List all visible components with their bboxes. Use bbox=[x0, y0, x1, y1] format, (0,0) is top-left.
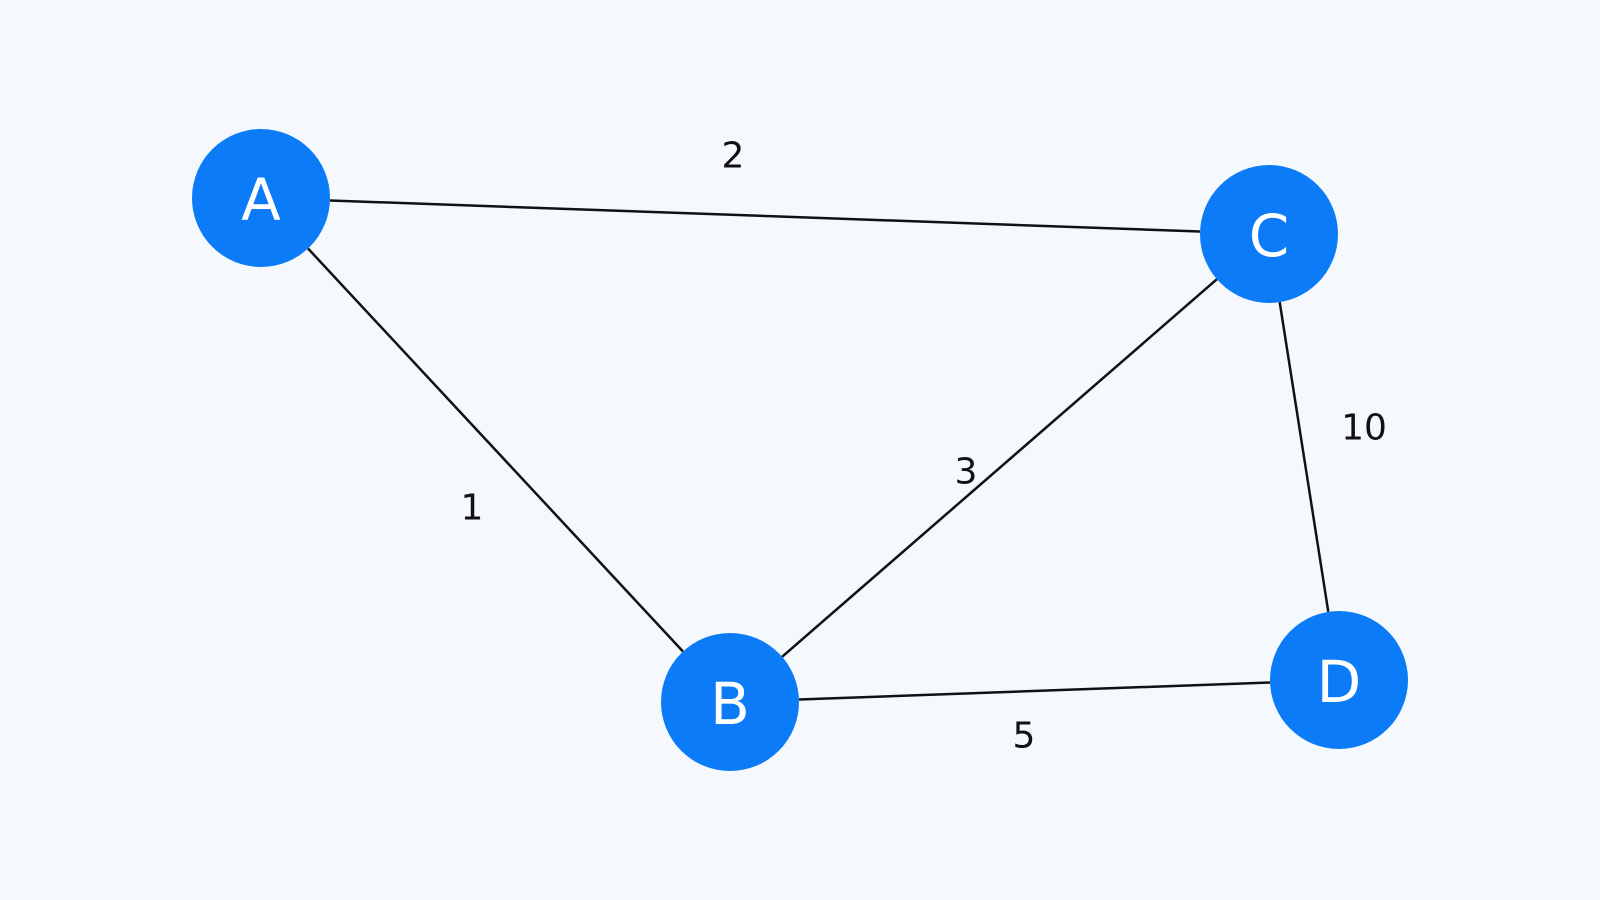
edge-c-d bbox=[1278, 301, 1330, 613]
edge-a-c bbox=[329, 199, 1201, 233]
edge-weight-a-c: 2 bbox=[722, 136, 745, 177]
edge-b-d bbox=[798, 681, 1271, 701]
node-circle-a bbox=[192, 129, 330, 267]
nodes-layer: A B C D bbox=[192, 129, 1408, 771]
edge-b-c bbox=[781, 278, 1218, 658]
node-circle-d bbox=[1270, 611, 1408, 749]
node-label-c: C bbox=[1249, 202, 1290, 270]
node-a[interactable]: A bbox=[192, 129, 330, 267]
node-label-a: A bbox=[241, 166, 281, 234]
edge-a-b bbox=[307, 247, 684, 653]
node-c[interactable]: C bbox=[1200, 165, 1338, 303]
edge-labels-layer: 2 1 3 10 5 bbox=[461, 136, 1387, 757]
node-b[interactable]: B bbox=[661, 633, 799, 771]
node-label-d: D bbox=[1317, 648, 1362, 716]
edge-weight-c-d: 10 bbox=[1341, 408, 1387, 449]
node-label-b: B bbox=[710, 670, 750, 738]
node-d[interactable]: D bbox=[1270, 611, 1408, 749]
edges-layer bbox=[307, 199, 1330, 701]
node-circle-c bbox=[1200, 165, 1338, 303]
node-circle-b bbox=[661, 633, 799, 771]
edge-weight-b-c: 3 bbox=[955, 452, 978, 493]
edge-weight-a-b: 1 bbox=[461, 488, 484, 529]
edge-weight-b-d: 5 bbox=[1013, 716, 1036, 757]
